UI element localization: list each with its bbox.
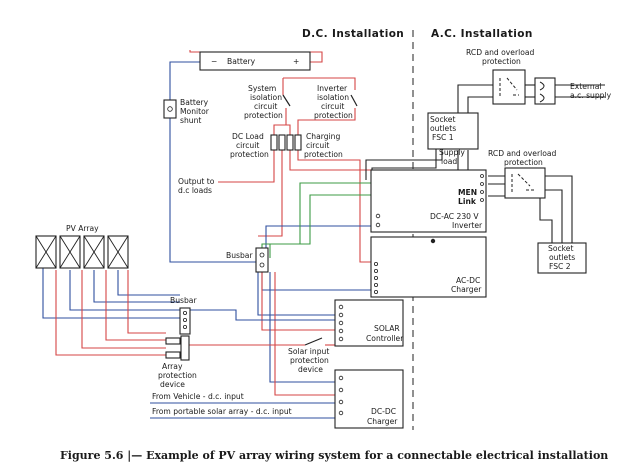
dc-load-line-3: protection [230,150,269,159]
battery-monitor-line-2: Monitor [180,107,210,116]
solar-input-line-3: device [298,365,323,374]
output-loads-line-1: Output to [178,177,215,186]
dcdc-charger-line-2: Charger [367,417,398,426]
fsc2-line-3: FSC 2 [549,262,571,271]
inverter: DC-AC 230 V Inverter [370,169,487,233]
output-loads-line-2: d.c loads [178,186,212,195]
fsc2-line-1: Socket [548,244,573,253]
men-link-line-1: MEN [458,188,477,197]
external-supply-socket: External a.c. supply [534,77,612,105]
solar-input-line-2: protection [290,356,329,365]
inverter-protection-line-1: Inverter [317,84,348,93]
array-protection-line-3: device [160,380,185,389]
pv-panel [59,235,81,269]
rcd-mid-line-2: protection [504,158,543,167]
dc-load-protection-label: DC Load circuit protection [230,132,269,159]
dcdc-charger-line-1: DC-DC [371,407,396,416]
solar-controller: SOLAR Controller [334,299,404,347]
pv-panel [107,235,129,269]
dcdc-charger: DC-DC Charger [334,369,404,429]
array-protection-device: Array protection device [158,335,197,389]
inverter-protection-line-4: protection [314,111,353,120]
inverter-line-2: Inverter [452,221,483,230]
system-isolation-line-2: isolation [250,93,282,102]
from-portable-label: From portable solar array - d.c. input [152,407,292,416]
inverter-isolation-switch: Inverter isolation circuit protection [314,84,358,120]
battery-monitor-line-3: shunt [180,116,201,125]
solar-controller-line-2: Controller [366,334,404,343]
pv-array-label: PV Array [66,224,99,233]
rcd-mid: RCD and overload protection [488,149,557,199]
rcd-top-line-1: RCD and overload [466,48,535,57]
figure-caption: Figure 5.6 |— Example of PV array wiring… [60,449,609,462]
supply-load-line-1: Supply [439,148,465,157]
main-busbar: Busbar [226,247,269,273]
charging-line-3: protection [304,150,343,159]
dc-fuses [270,134,302,151]
socket-outlets-fsc2: Socket outlets FSC 2 [537,242,587,274]
busbar-array-label: Busbar [170,296,197,305]
array-protection-line-2: protection [158,371,197,380]
fsc1-line-2: outlets [430,124,456,133]
rcd-top: RCD and overload protection [466,48,535,105]
system-isolation-line-4: protection [244,111,283,120]
battery-negative-label: − [211,57,217,66]
battery: − Battery + [199,51,311,71]
acdc-charger-line-1: AC-DC [456,276,480,285]
solar-input-protection-device: Solar input protection device [288,337,329,374]
pv-array: PV Array [35,224,129,269]
solar-controller-line-1: SOLAR [374,324,400,333]
inverter-protection-line-3: circuit [321,102,344,111]
ac-installation-header: A.C. Installation [431,28,533,40]
pv-panel [35,235,57,269]
battery-positive-label: + [293,57,299,66]
from-vehicle-label: From Vehicle - d.c. input [152,392,244,401]
socket-outlets-fsc1: Socket outlets FSC 1 [427,112,479,150]
battery-monitor-line-1: Battery [180,98,209,107]
fsc1-line-1: Socket [430,115,455,124]
charging-line-1: Charging [306,132,340,141]
dc-installation-header: D.C. Installation [302,28,404,40]
system-isolation-switch: System isolation circuit protection [244,84,291,120]
pv-panel [83,235,105,269]
external-supply-line-1: External [570,82,602,91]
system-isolation-line-3: circuit [254,102,277,111]
solar-input-line-1: Solar input [288,347,329,356]
charging-protection-label: Charging circuit protection [304,132,343,159]
supply-load-line-2: load [441,157,457,166]
array-protection-line-1: Array [162,362,183,371]
array-busbar: Busbar [170,296,197,335]
battery-monitor-shunt: Battery Monitor shunt [163,98,210,125]
acdc-charger: AC-DC Charger [370,236,487,298]
rcd-mid-line-1: RCD and overload [488,149,557,158]
external-supply-line-2: a.c. supply [570,91,612,100]
inverter-line-1: DC-AC 230 V [430,212,479,221]
junction-dot [430,238,436,244]
rcd-top-line-2: protection [482,57,521,66]
acdc-charger-line-2: Charger [451,285,482,294]
charging-line-2: circuit [306,141,329,150]
men-link-line-2: Link [458,197,477,206]
fsc2-line-2: outlets [549,253,575,262]
inverter-protection-line-2: isolation [317,93,349,102]
dc-load-line-2: circuit [236,141,259,150]
busbar-main-label: Busbar [226,251,253,260]
system-isolation-line-1: System [248,84,276,93]
battery-label: Battery [227,57,256,66]
men-link: MEN Link [458,188,477,206]
fsc1-line-3: FSC 1 [432,133,454,142]
dc-load-line-1: DC Load [232,132,264,141]
